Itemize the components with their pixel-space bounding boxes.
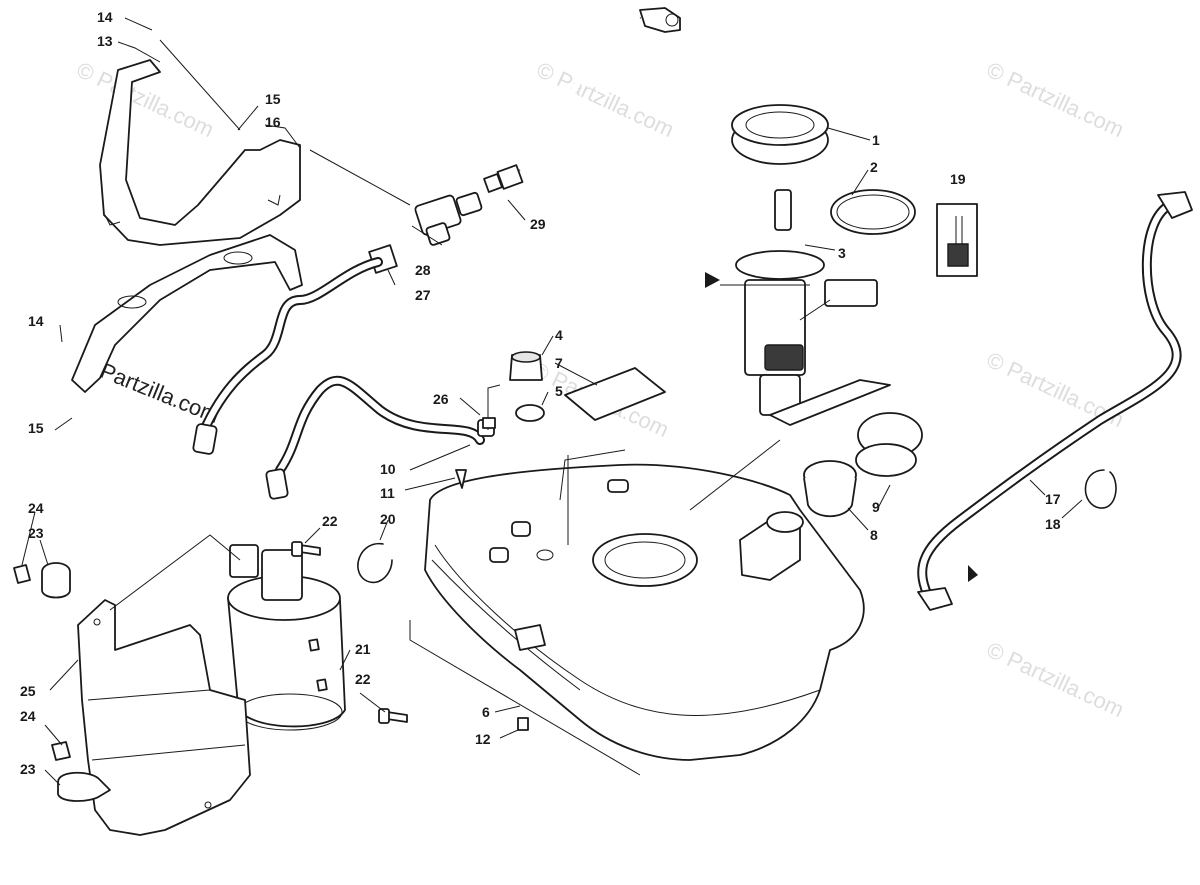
callout-28: 28 (415, 262, 431, 278)
callout-6: 6 (482, 704, 490, 720)
callout-3: 3 (838, 245, 846, 261)
fuel-hose-17 (917, 191, 1193, 611)
callout-15-left: 15 (28, 420, 44, 436)
heat-shield (77, 599, 251, 836)
callout-15-top: 15 (265, 91, 281, 107)
small-fittings (455, 351, 666, 731)
callout-20: 20 (380, 511, 396, 527)
lock-ring-and-seal (731, 104, 916, 235)
callout-10: 10 (380, 461, 396, 477)
callout-11: 11 (380, 485, 395, 501)
callout-24-top: 24 (28, 500, 44, 516)
callout-22-top: 22 (322, 513, 338, 529)
callout-18: 18 (1045, 516, 1061, 532)
clamps (13, 562, 111, 802)
callout-26: 26 (433, 391, 449, 407)
callout-9: 9 (872, 499, 880, 515)
callout-7: 7 (555, 355, 563, 371)
callout-4: 4 (555, 327, 563, 343)
callout-19: 19 (950, 171, 966, 187)
fuel-cap-and-neck (803, 412, 923, 518)
evap-canister (227, 544, 346, 731)
callout-22-bottom: 22 (355, 671, 371, 687)
fuel-tank (424, 463, 865, 761)
callout-27: 27 (415, 287, 431, 303)
callout-17: 17 (1045, 491, 1061, 507)
fuel-filter (368, 191, 483, 274)
fuel-hose-upper (483, 7, 681, 193)
callout-8: 8 (870, 527, 878, 543)
watermark-text: © Partzilla.com (983, 637, 1128, 722)
callout-14-left: 14 (28, 313, 44, 329)
callout-16: 16 (265, 114, 281, 130)
leader-lines (21, 17, 1083, 786)
callout-13: 13 (97, 33, 113, 49)
callout-12: 12 (475, 731, 491, 747)
fuel-hose-10 (192, 257, 495, 500)
callout-labels: 1 2 3 4 5 6 7 8 9 10 11 12 13 14 14 15 1… (20, 9, 1061, 777)
callout-24-bottom: 24 (20, 708, 36, 724)
wire-harness (936, 203, 978, 277)
watermark-text: © Partzilla.com (983, 57, 1128, 142)
callout-14-top: 14 (97, 9, 113, 25)
mounting-bracket (71, 59, 303, 393)
callout-23-top: 23 (28, 525, 44, 541)
callout-5: 5 (555, 383, 563, 399)
fuel-pump-assembly (735, 189, 891, 426)
callout-23-bottom: 23 (20, 761, 36, 777)
callout-29: 29 (530, 216, 546, 232)
callout-21: 21 (355, 641, 371, 657)
callout-25: 25 (20, 683, 36, 699)
callout-2: 2 (870, 159, 878, 175)
callout-1: 1 (872, 132, 880, 148)
ring-clamps (357, 469, 1117, 584)
direction-arrows (705, 272, 978, 582)
bolts (291, 541, 408, 724)
